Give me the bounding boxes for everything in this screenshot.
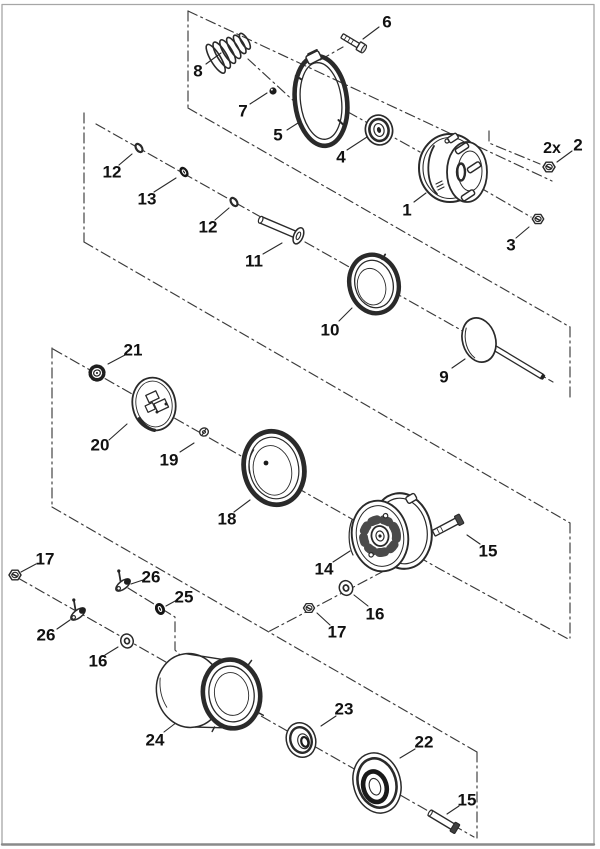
part-5-retainer-band-icon (292, 49, 350, 149)
part-11-pivot-pin-icon (257, 215, 305, 245)
part-10-bearing-ring-icon (346, 252, 402, 316)
phantom-lines (17, 10, 571, 839)
part-15-upper-dowel-pin-icon (431, 513, 465, 537)
part-12a-small-washer-icon (134, 142, 144, 154)
part-6-screw-icon (340, 33, 368, 54)
part-25-grommet-icon (154, 603, 166, 615)
leader-lines (20, 26, 573, 815)
part-1-clutch-assembly-icon (418, 132, 488, 203)
part-24-drum-cup-icon (155, 652, 265, 733)
part-14-spoked-pulley-icon (348, 492, 433, 573)
part-4-seal-washer-icon (364, 114, 394, 146)
part-3-locknut-icon (531, 213, 545, 225)
part-23-seal-icon (285, 722, 317, 758)
part-18-diaphragm-disc-icon (241, 428, 307, 508)
part-22-grooved-seal-icon (352, 752, 402, 814)
part-17-mid-locknut-icon (302, 602, 316, 614)
part-16-mid-washer-icon (338, 579, 354, 597)
page-frame (0, 3, 596, 846)
part-21-pinion-gear-icon (88, 364, 106, 382)
part-19-screw-washer-icon (198, 427, 210, 437)
part-7-detent-ball-icon (269, 87, 277, 95)
part-9-rod-with-disc-icon (461, 317, 546, 380)
part-26a-lever-icon (70, 598, 86, 621)
part-20-retainer-plate-icon (131, 376, 177, 432)
part-26b-lever-icon (115, 569, 131, 592)
part-16-left-washer-icon (119, 633, 135, 649)
part-13-small-washer-icon (179, 166, 189, 178)
part-15-lower-dowel-pin-icon (427, 809, 461, 834)
part-8-cone-spring-icon (205, 32, 252, 74)
part-12b-small-washer-icon (229, 196, 239, 208)
part-2-locknut-icon (542, 161, 556, 173)
part-17-left-locknut-icon (8, 569, 22, 581)
